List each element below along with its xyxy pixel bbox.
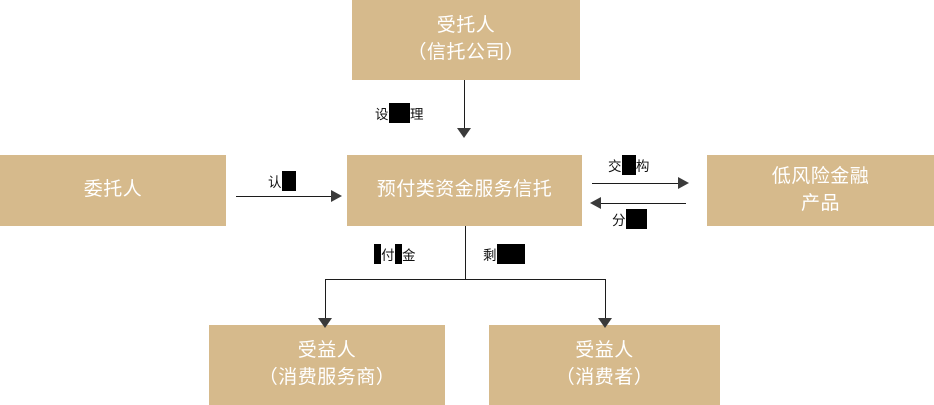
edge-text-visible-suffix: 金 [401, 248, 416, 263]
edge-text-visible-prefix: 剩 [483, 248, 497, 263]
edge-text-visible-suffix: 理 [409, 107, 424, 122]
edge-label-trustee-to-trust: 设￭￭￭理 [375, 103, 424, 123]
node-beneficiary-merchant: 受益人 （消费服务商） [209, 325, 445, 405]
edge-text-redacted: ￭ [374, 244, 382, 264]
connector-branch-to-consumer [605, 279, 606, 322]
edge-text-visible-mid: 付 [381, 248, 395, 263]
edge-label-trust-to-consumer: 剩￭￭￭￭ [483, 244, 526, 264]
arrowhead-trustee-to-trust [457, 128, 471, 138]
edge-text-redacted: ￭￭￭ [388, 103, 410, 123]
connector-product-to-trust [598, 203, 686, 204]
edge-text-visible-prefix: 设 [375, 107, 389, 122]
connector-trust-branch-stem [465, 226, 466, 279]
node-beneficiary-merchant-label: 受益人 （消费服务商） [258, 340, 396, 388]
connector-trustee-to-trust [464, 80, 465, 132]
arrowhead-branch-to-merchant [318, 318, 332, 328]
node-financial-product-label: 低风险金融 产品 [771, 165, 870, 214]
node-trustor: 委托人 [0, 155, 226, 226]
connector-trust-branch-bar [325, 279, 606, 280]
connector-trust-to-product [592, 183, 680, 184]
edge-label-trust-to-merchant: ￭付￭金 [374, 244, 416, 264]
edge-text-redacted: ￭￭ [621, 155, 636, 175]
arrowhead-product-to-trust [590, 197, 601, 209]
edge-text-visible-prefix: 分 [612, 213, 626, 228]
edge-text-visible-suffix: 构 [635, 159, 650, 174]
connector-branch-to-merchant [325, 279, 326, 322]
connector-trustor-to-trust [236, 196, 333, 197]
node-beneficiary-consumer-label: 受益人 （消费者） [555, 340, 654, 388]
arrowhead-trust-to-product [678, 177, 689, 189]
edge-label-trust-to-product: 交￭￭构 [608, 155, 650, 175]
edge-text-redacted-2: ￭ [394, 244, 402, 264]
node-trustee: 受托人 （信托公司） [352, 0, 580, 80]
node-trust: 预付类资金服务信托 [347, 155, 582, 226]
node-financial-product: 低风险金融 产品 [707, 155, 934, 226]
edge-text-visible-prefix: 认 [268, 175, 282, 190]
arrowhead-branch-to-consumer [598, 318, 612, 328]
node-trustor-label: 委托人 [83, 179, 143, 201]
edge-text-redacted: ￭￭￭￭ [496, 244, 526, 264]
edge-text-redacted: ￭￭￭ [625, 209, 647, 229]
edge-label-product-to-trust: 分￭￭￭ [612, 209, 647, 229]
edge-text-visible-prefix: 交 [608, 159, 622, 174]
arrowhead-trustor-to-trust [331, 190, 342, 202]
edge-label-trustor-to-trust: 认￭￭ [268, 171, 296, 191]
node-trustee-label: 受托人 （信托公司） [407, 15, 525, 63]
node-beneficiary-consumer: 受益人 （消费者） [489, 325, 720, 405]
edge-text-redacted: ￭￭ [281, 171, 296, 191]
node-trust-label: 预付类资金服务信托 [376, 179, 553, 201]
